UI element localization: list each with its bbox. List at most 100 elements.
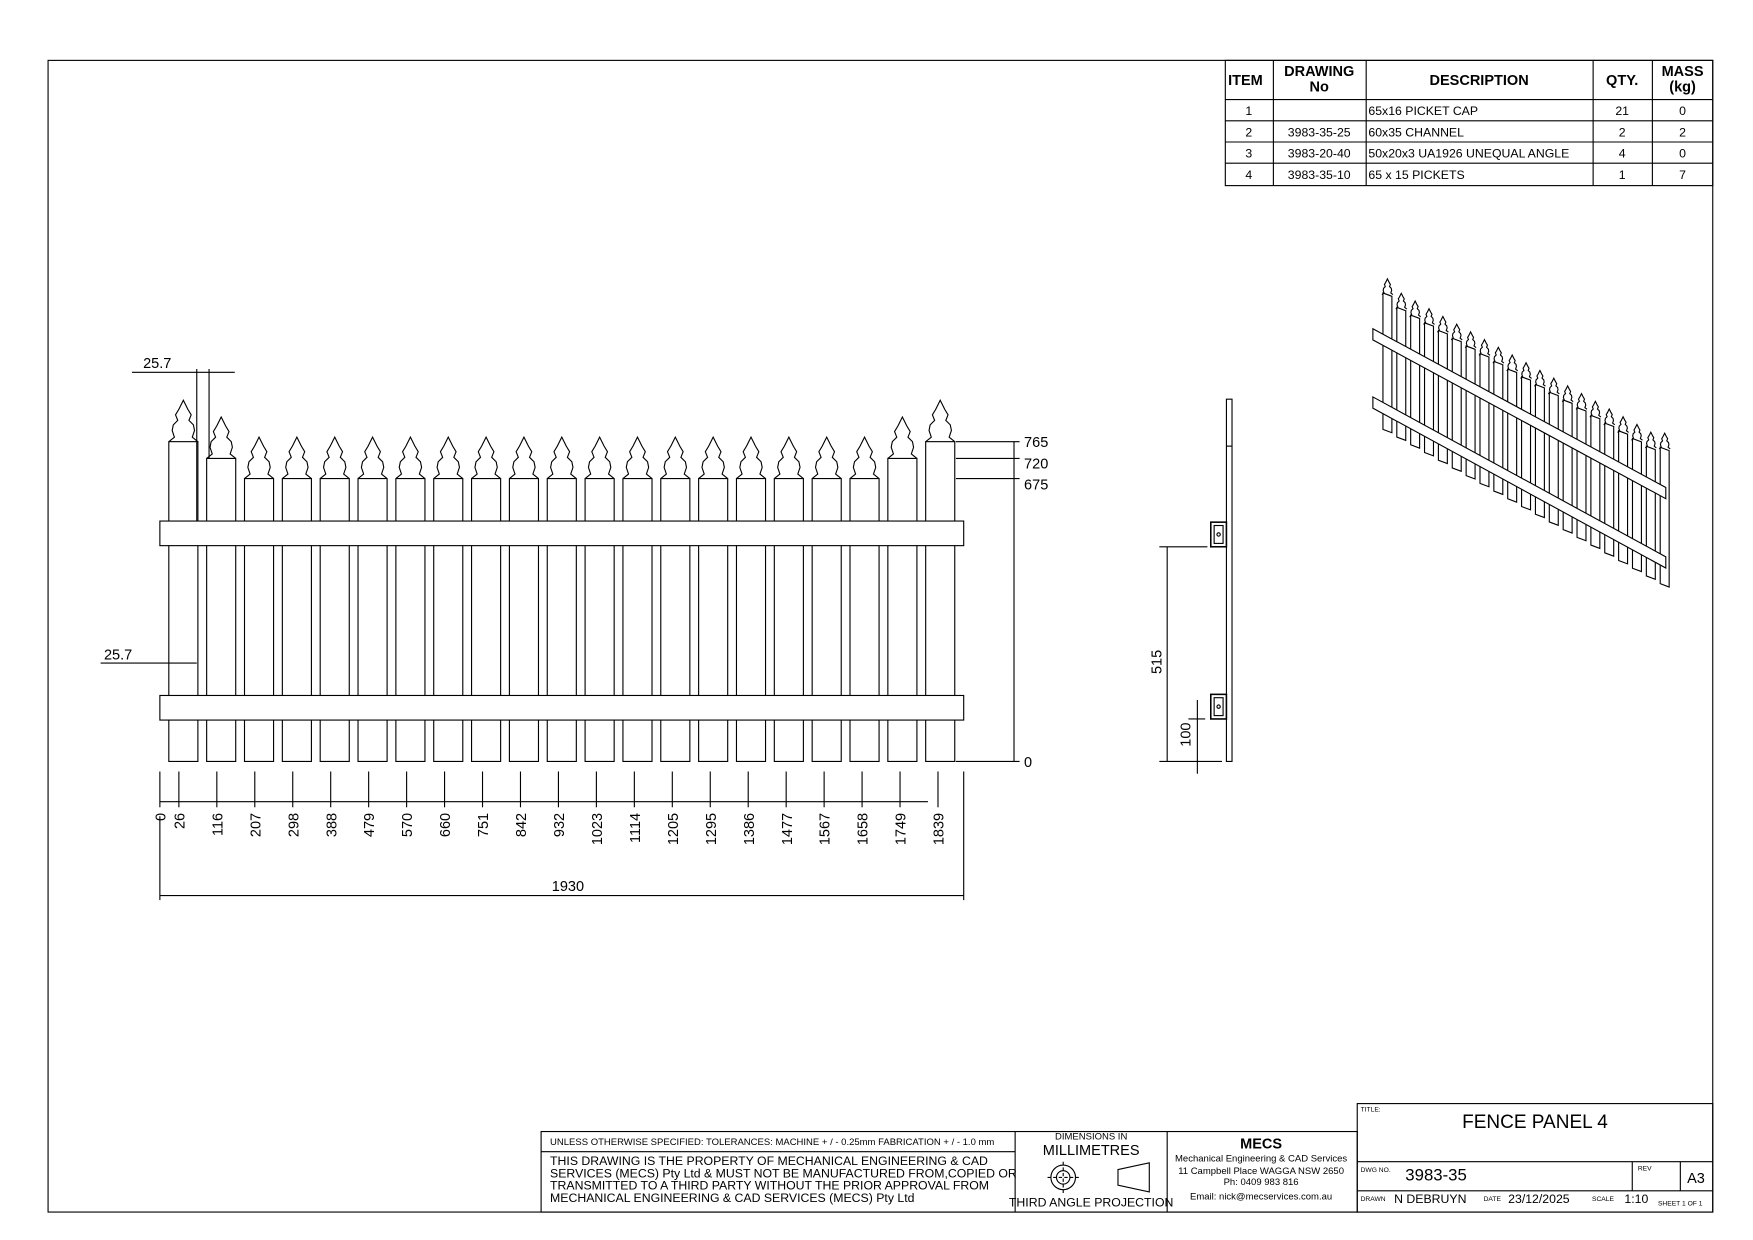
picket-shaft <box>281 477 312 763</box>
picket-cap <box>849 435 880 479</box>
property-note: TRANSMITTED TO A THIRD PARTY WITHOUT THE… <box>550 1179 989 1193</box>
bom-cell-description: 65x16 PICKET CAP <box>1368 104 1478 118</box>
dim-ordinate: 660 <box>438 813 454 837</box>
dim-top-gap: 25.7 <box>143 356 171 372</box>
iso-bottom-rail <box>1372 395 1667 569</box>
picket-shaft <box>319 477 350 763</box>
iso-picket <box>1423 307 1435 457</box>
picket-cap <box>622 435 653 479</box>
iso-picket <box>1450 322 1463 473</box>
picket-shaft <box>206 457 237 763</box>
dim-bottom-clearance: 100 <box>1179 722 1195 746</box>
drawn-by: N DEBRUYN <box>1394 1192 1466 1206</box>
picket-shaft <box>773 477 804 763</box>
bom-cell-description: 60x35 CHANNEL <box>1368 125 1464 139</box>
picket <box>925 399 956 763</box>
tolerances-note: UNLESS OTHERWISE SPECIFIED: TOLERANCES: … <box>550 1137 994 1148</box>
bom-cell-drawing-no: 3983-35-25 <box>1288 125 1351 139</box>
bom-header-drawing-no: No <box>1310 80 1329 96</box>
dim-ordinate: 570 <box>400 813 416 837</box>
iso-picket <box>1436 315 1449 465</box>
picket <box>660 435 691 763</box>
picket <box>849 435 880 763</box>
company-name: Mechanical Engineering & CAD Services <box>1175 1154 1347 1165</box>
picket-cap <box>509 435 539 479</box>
dim-ordinate: 1114 <box>628 813 644 843</box>
picket-shaft <box>471 477 502 763</box>
bom-header-item: ITEM <box>1228 73 1263 89</box>
dim-ordinate: 1749 <box>894 813 910 845</box>
property-note: SERVICES (MECS) Pty Ltd & MUST NOT BE MA… <box>550 1166 1017 1180</box>
units-label: MILLIMETRES <box>1043 1143 1140 1159</box>
iso-picket <box>1409 299 1422 449</box>
side-view: 515 100 <box>1150 398 1233 774</box>
bom-header-mass: MASS <box>1662 64 1704 80</box>
drawn-label: DRAWN <box>1361 1196 1386 1203</box>
picket-cap <box>773 435 804 479</box>
picket <box>168 399 199 763</box>
date-label: DATE <box>1484 1196 1502 1203</box>
top-rail <box>159 520 965 547</box>
picket-shaft <box>168 441 199 763</box>
dim-height: 765 <box>1024 435 1048 451</box>
bom-cell-description: 65 x 15 PICKETS <box>1368 168 1464 182</box>
picket <box>811 435 842 763</box>
dim-ordinate: 1023 <box>590 813 606 845</box>
picket-cap <box>168 399 199 443</box>
bom-cell-item: 4 <box>1245 168 1252 182</box>
picket <box>584 435 615 763</box>
drawing-title: FENCE PANEL 4 <box>1462 1112 1608 1133</box>
dim-ordinate: 1567 <box>818 813 834 845</box>
projection-label: THIRD ANGLE PROJECTION <box>1009 1195 1173 1209</box>
revision: A3 <box>1687 1171 1705 1187</box>
iso-picket <box>1492 346 1505 496</box>
iso-picket <box>1395 292 1408 442</box>
picket <box>773 435 804 763</box>
picket <box>281 435 312 763</box>
picket <box>319 435 350 763</box>
picket-cap <box>395 435 426 479</box>
picket <box>508 435 540 763</box>
dim-overall-width: 1930 <box>552 879 584 895</box>
dim-ordinate: 479 <box>362 813 378 837</box>
property-note: MECHANICAL ENGINEERING & CAD SERVICES (M… <box>550 1191 915 1205</box>
picket <box>546 435 577 763</box>
iso-picket <box>1478 338 1491 488</box>
picket-shaft <box>735 477 767 763</box>
picket <box>622 435 653 763</box>
picket-cap <box>546 435 577 479</box>
picket <box>698 435 729 763</box>
bom-header-mass: (kg) <box>1669 80 1696 96</box>
dim-height: 675 <box>1024 478 1048 494</box>
property-note: THIS DRAWING IS THE PROPERTY OF MECHANIC… <box>550 1154 988 1168</box>
dim-rail-spacing: 515 <box>1150 650 1166 674</box>
picket-cap <box>244 435 274 479</box>
third-angle-projection-symbol <box>1047 1161 1150 1194</box>
picket-shaft <box>508 477 540 763</box>
picket-shaft <box>811 477 842 763</box>
title-block: UNLESS OTHERWISE SPECIFIED: TOLERANCES: … <box>540 1103 1714 1213</box>
picket-shaft <box>243 477 275 763</box>
iso-top-rail <box>1372 327 1667 500</box>
picket-cap <box>433 435 464 479</box>
company-logo: MECS <box>1240 1136 1282 1152</box>
dim-ordinate: 26 <box>172 813 188 829</box>
picket <box>471 435 502 763</box>
picket <box>887 415 918 763</box>
bom-cell-item: 1 <box>1245 104 1252 118</box>
picket-shaft <box>887 457 918 763</box>
sheet-number: SHEET 1 OF 1 <box>1658 1200 1703 1207</box>
picket-shaft <box>660 477 691 763</box>
dim-ordinate: 1658 <box>856 813 872 845</box>
picket <box>357 435 388 763</box>
picket-cap <box>698 435 729 479</box>
bill-of-materials-table: ITEM DRAWING No DESCRIPTION QTY. MASS (k… <box>1224 59 1714 187</box>
bom-cell-qty: 1 <box>1619 168 1626 182</box>
picket-shaft <box>433 477 464 763</box>
dim-ordinate: 298 <box>286 813 302 837</box>
